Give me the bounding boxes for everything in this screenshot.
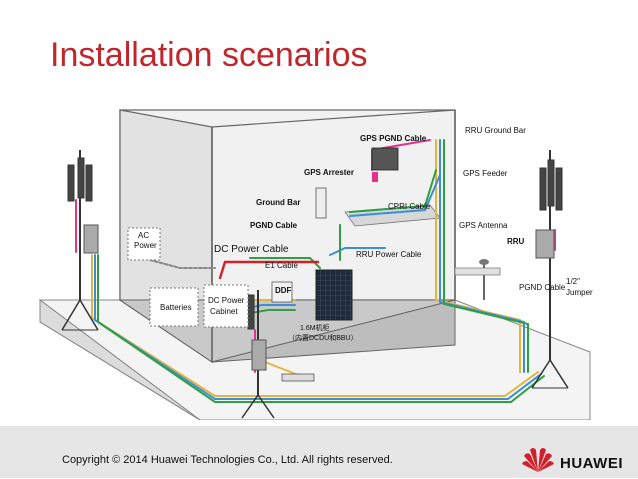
label-dc-power-cabinet-2: Cabinet [210, 307, 238, 316]
gps-arrester-box [372, 172, 378, 182]
label-pgnd-cable-left: PGND Cable [250, 221, 298, 230]
ac-power-box [127, 227, 161, 261]
label-rru-power-cable: RRU Power Cable [356, 250, 422, 259]
label-cabinet-2: （内置DCDU和BBU） [288, 333, 358, 342]
huawei-flower-icon [522, 448, 554, 472]
copyright-text: Copyright © 2014 Huawei Technologies Co.… [62, 454, 393, 466]
main-cabinet [315, 269, 353, 321]
huawei-logo: HUAWEI [520, 442, 630, 474]
label-dc-power-cabinet-1: DC Power [208, 296, 245, 305]
gps-panel [371, 147, 399, 171]
footer-bar: Copyright © 2014 Huawei Technologies Co.… [0, 426, 638, 478]
front-pole [241, 290, 275, 419]
dc-power-cabinet [203, 284, 249, 328]
slide-title: Installation scenarios [50, 36, 368, 74]
room-front-floor [211, 299, 456, 363]
wall-ground-bar [315, 187, 327, 219]
label-rru: RRU [507, 237, 525, 246]
gps-antenna [454, 259, 501, 300]
label-pgnd-cable-right: PGND Cable [519, 283, 566, 292]
antenna-left [61, 150, 99, 331]
label-gps-antenna: GPS Antenna [459, 221, 508, 230]
huawei-brand-text: HUAWEI [560, 455, 623, 472]
ground-bar-floor [281, 373, 315, 382]
batteries-box [149, 287, 199, 327]
label-ddf: DDF [275, 286, 292, 295]
antenna-right [531, 150, 569, 389]
label-jumper-2: Jumper [566, 288, 593, 297]
label-cabinet-1: 1.6M机柜 [300, 323, 330, 332]
label-ac-power-2: Power [134, 241, 157, 250]
ddf-box [271, 281, 293, 303]
label-jumper-1: 1/2" [566, 277, 580, 286]
label-gps-pgnd-cable: GPS PGND Cable [360, 134, 427, 143]
label-cpri-cable: CPRI Cable [388, 202, 431, 211]
label-e1-cable: E1 Cable [265, 261, 298, 270]
installation-diagram: GPS PGND Cable RRU Ground Bar GPS Arrest… [38, 109, 593, 420]
label-gps-feeder: GPS Feeder [463, 169, 508, 178]
label-rru-ground-bar: RRU Ground Bar [465, 126, 526, 135]
label-gps-arrester: GPS Arrester [304, 168, 354, 177]
label-batteries: Batteries [160, 303, 192, 312]
label-ground-bar: Ground Bar [256, 198, 300, 207]
label-dc-power-cable: DC Power Cable [214, 244, 289, 255]
label-ac-power-1: AC [138, 231, 149, 240]
